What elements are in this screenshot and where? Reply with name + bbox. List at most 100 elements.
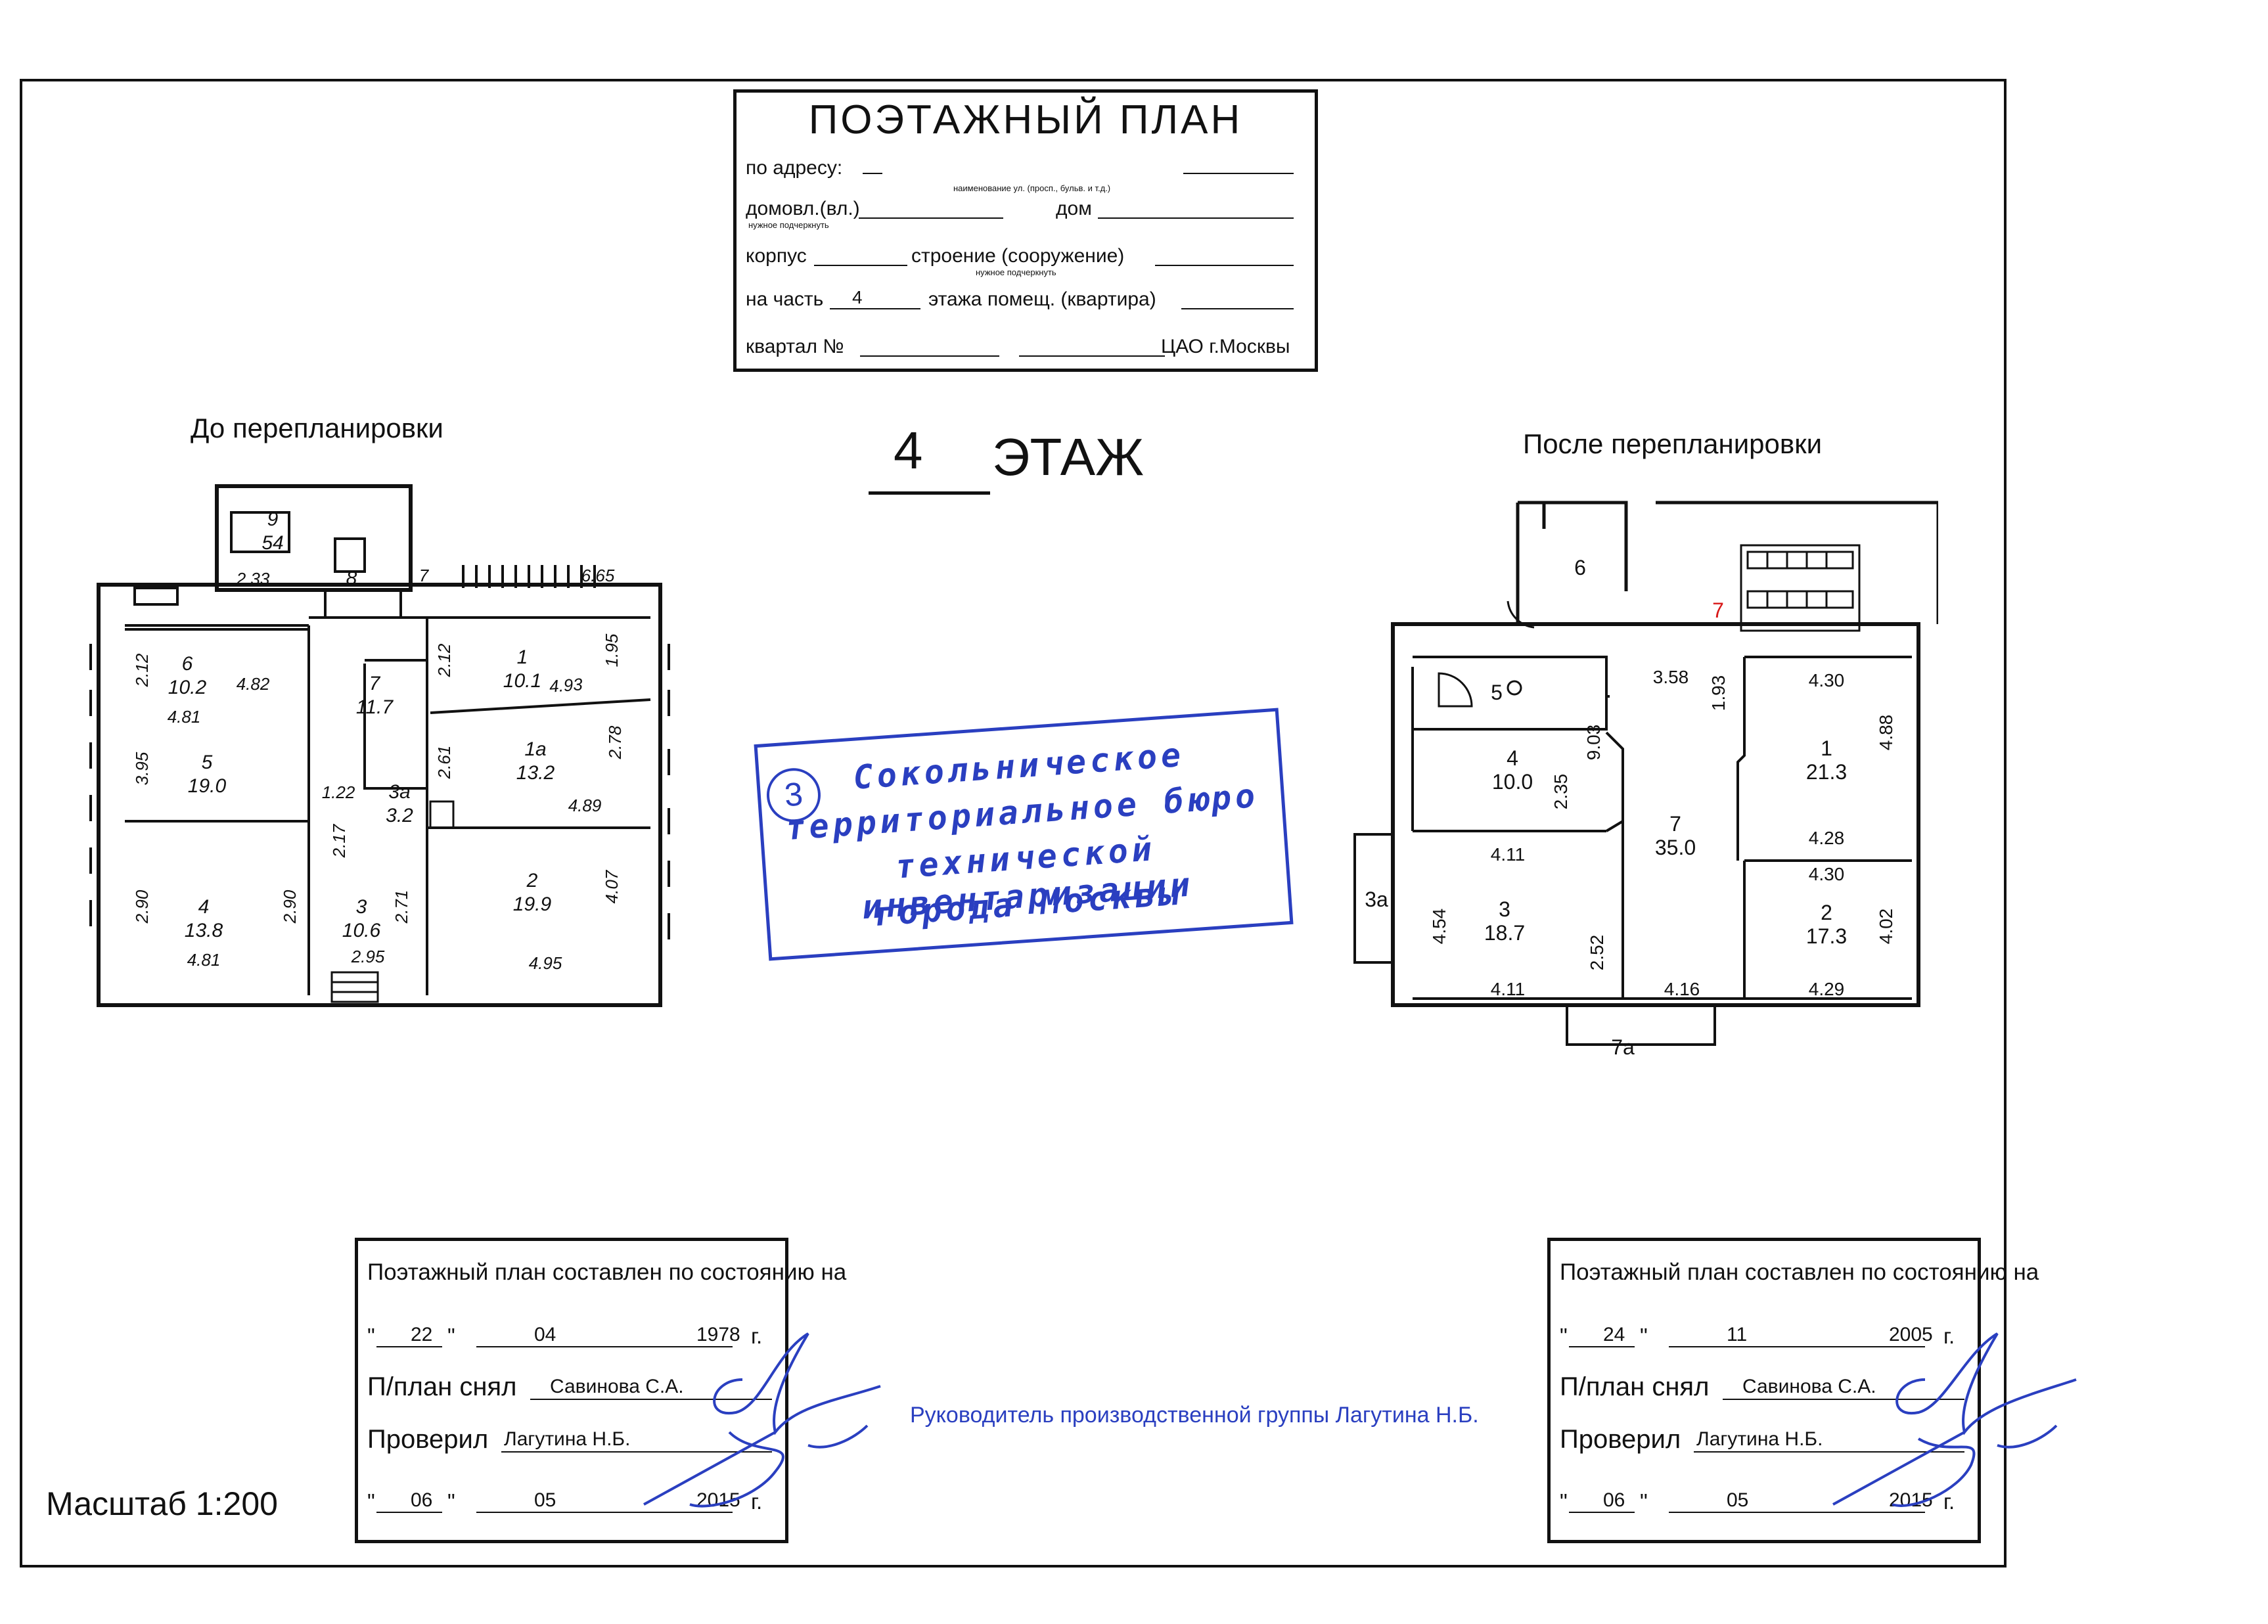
- print-year-suffix: г.: [1943, 1489, 1955, 1514]
- before-room-area: 13.2: [516, 762, 555, 784]
- print-month: 05: [1727, 1489, 1749, 1511]
- print-day: 06: [1603, 1489, 1625, 1511]
- after-room-number: 3а: [1365, 888, 1388, 911]
- after-dimension: 9.03: [1583, 725, 1604, 761]
- before-room-area: 19.9: [513, 893, 552, 915]
- before-dimension: 7: [419, 566, 430, 585]
- before-dimension: 2.95: [351, 947, 385, 966]
- before-room-number: 6: [182, 653, 193, 675]
- after-dimension: 4.02: [1876, 909, 1896, 945]
- signature-left: [643, 1332, 881, 1508]
- before-dimension: 4.07: [602, 869, 622, 903]
- print-month: 05: [534, 1489, 556, 1511]
- surveyed-label: П/план снял: [1560, 1372, 1710, 1401]
- before-room-area: 10.2: [168, 677, 207, 698]
- before-dimension: 2.12: [132, 653, 152, 687]
- after-room-number: 4: [1507, 746, 1518, 770]
- floor-underline: [869, 491, 990, 495]
- after-room-number: 1: [1821, 736, 1832, 760]
- after-room-number: 2: [1821, 901, 1832, 924]
- before-room-number: 1: [517, 646, 528, 668]
- after-dimension: 3.58: [1653, 667, 1689, 687]
- after-room-number: 5: [1491, 681, 1503, 704]
- before-room-area: 54: [261, 532, 283, 554]
- head-note: Руководитель производственной группы Лаг…: [910, 1403, 1479, 1428]
- signature-right: [1832, 1332, 2077, 1507]
- before-room-area: 19.0: [188, 775, 227, 797]
- stroenie-label: строение (сооружение): [911, 245, 1125, 267]
- inventory-stamp: 3 Сокольническое территориальное бюро те…: [754, 708, 1294, 961]
- before-room-area: 10.1: [503, 670, 541, 692]
- before-room-area: 3.2: [386, 805, 413, 826]
- info-box-before: Поэтажный план составлен по состоянию на…: [355, 1238, 846, 1543]
- after-dimension: 4.28: [1809, 828, 1845, 848]
- print-day: 06: [411, 1489, 433, 1511]
- year-suffix: г.: [1943, 1324, 1955, 1348]
- before-dimension: 2.78: [605, 725, 625, 759]
- after-room-area: 10.0: [1492, 770, 1533, 794]
- before-dimension: 4.82: [237, 674, 270, 694]
- after-dimension: 2.52: [1587, 935, 1607, 971]
- district: ЦАО г.Москвы: [1161, 336, 1290, 357]
- after-dimension: 4.54: [1429, 909, 1449, 945]
- before-dimension: 2.90: [280, 890, 300, 924]
- before-dimension: 2.61: [434, 746, 454, 780]
- before-room-number: 2: [526, 870, 538, 891]
- after-room-area: 17.3: [1806, 924, 1847, 948]
- before-dimension: 4.89: [568, 796, 602, 815]
- before-dimension: 4.81: [168, 707, 201, 727]
- before-room-area: 11.7: [356, 696, 394, 718]
- after-room-number: 3: [1499, 897, 1510, 921]
- before-room-area: 10.6: [342, 920, 381, 941]
- before-dimension: 2.33: [236, 569, 270, 589]
- title: ПОЭТАЖНЫЙ ПЛАН: [808, 97, 1243, 143]
- street-hint: наименование ул. (просп., бульв. и т.д.): [953, 183, 1111, 193]
- underline-hint-1: нужное подчеркнуть: [748, 220, 829, 230]
- dom-label: дом: [1056, 198, 1092, 219]
- before-dimension: 1.22: [322, 782, 355, 802]
- state-month: 11: [1727, 1324, 1748, 1345]
- before-dimension: 4.95: [529, 953, 562, 973]
- checked-label: Проверил: [1560, 1425, 1681, 1454]
- before-room-number: 3а: [388, 781, 410, 803]
- surveyed-by: Савинова С.А.: [550, 1376, 684, 1397]
- before-dimension: 6.65: [581, 566, 615, 585]
- after-caption: После перепланировки: [1523, 428, 1823, 459]
- before-room-number: 7: [369, 673, 381, 694]
- korpus-label: корпус: [746, 245, 807, 267]
- before-room-number: 8: [346, 568, 357, 589]
- underline-hint-2: нужное подчеркнуть: [976, 267, 1056, 277]
- before-room-area: 13.8: [185, 920, 223, 941]
- scale-label: Масштаб 1:200: [46, 1485, 278, 1522]
- after-dimension: 4.11: [1491, 979, 1525, 999]
- checked-label: Проверил: [367, 1425, 489, 1454]
- state-year: 2005: [1889, 1324, 1933, 1345]
- before-room-number: 9: [267, 508, 279, 530]
- after-room-number: 7: [1712, 598, 1724, 622]
- info-header: Поэтажный план составлен по состоянию на: [1560, 1259, 2039, 1285]
- domovl-label: домовл.(вл.): [746, 198, 860, 219]
- checked-by: Лагутина Н.Б.: [1696, 1428, 1823, 1450]
- state-day: 22: [411, 1324, 433, 1345]
- before-dimension: 2.90: [132, 890, 152, 924]
- info-box-after: Поэтажный план составлен по состоянию на…: [1547, 1238, 2039, 1543]
- before-dimension: 1.95: [602, 633, 622, 667]
- address-label: по адресу:: [746, 157, 843, 179]
- state-day: 24: [1603, 1324, 1625, 1345]
- before-dimension: 2.17: [329, 823, 349, 858]
- after-dimension: 4.30: [1809, 670, 1845, 690]
- before-dimension: 3.95: [132, 752, 152, 785]
- before-dimension: 2.71: [392, 890, 411, 924]
- before-room-number: 4: [198, 896, 210, 918]
- after-dimension: 4.11: [1491, 844, 1525, 865]
- before-dimension: 4.81: [187, 950, 221, 970]
- state-month: 04: [534, 1324, 556, 1345]
- state-year: 1978: [696, 1324, 740, 1345]
- drawing-frame: [20, 79, 2007, 1568]
- floor-number: 4: [894, 421, 923, 480]
- after-room-area: 18.7: [1484, 921, 1525, 945]
- before-plan: 9548711.7610.2519.0413.8310.63а3.2110.11…: [89, 484, 670, 1007]
- after-dimension: 1.93: [1708, 675, 1729, 711]
- after-room-number: 7а: [1611, 1035, 1635, 1059]
